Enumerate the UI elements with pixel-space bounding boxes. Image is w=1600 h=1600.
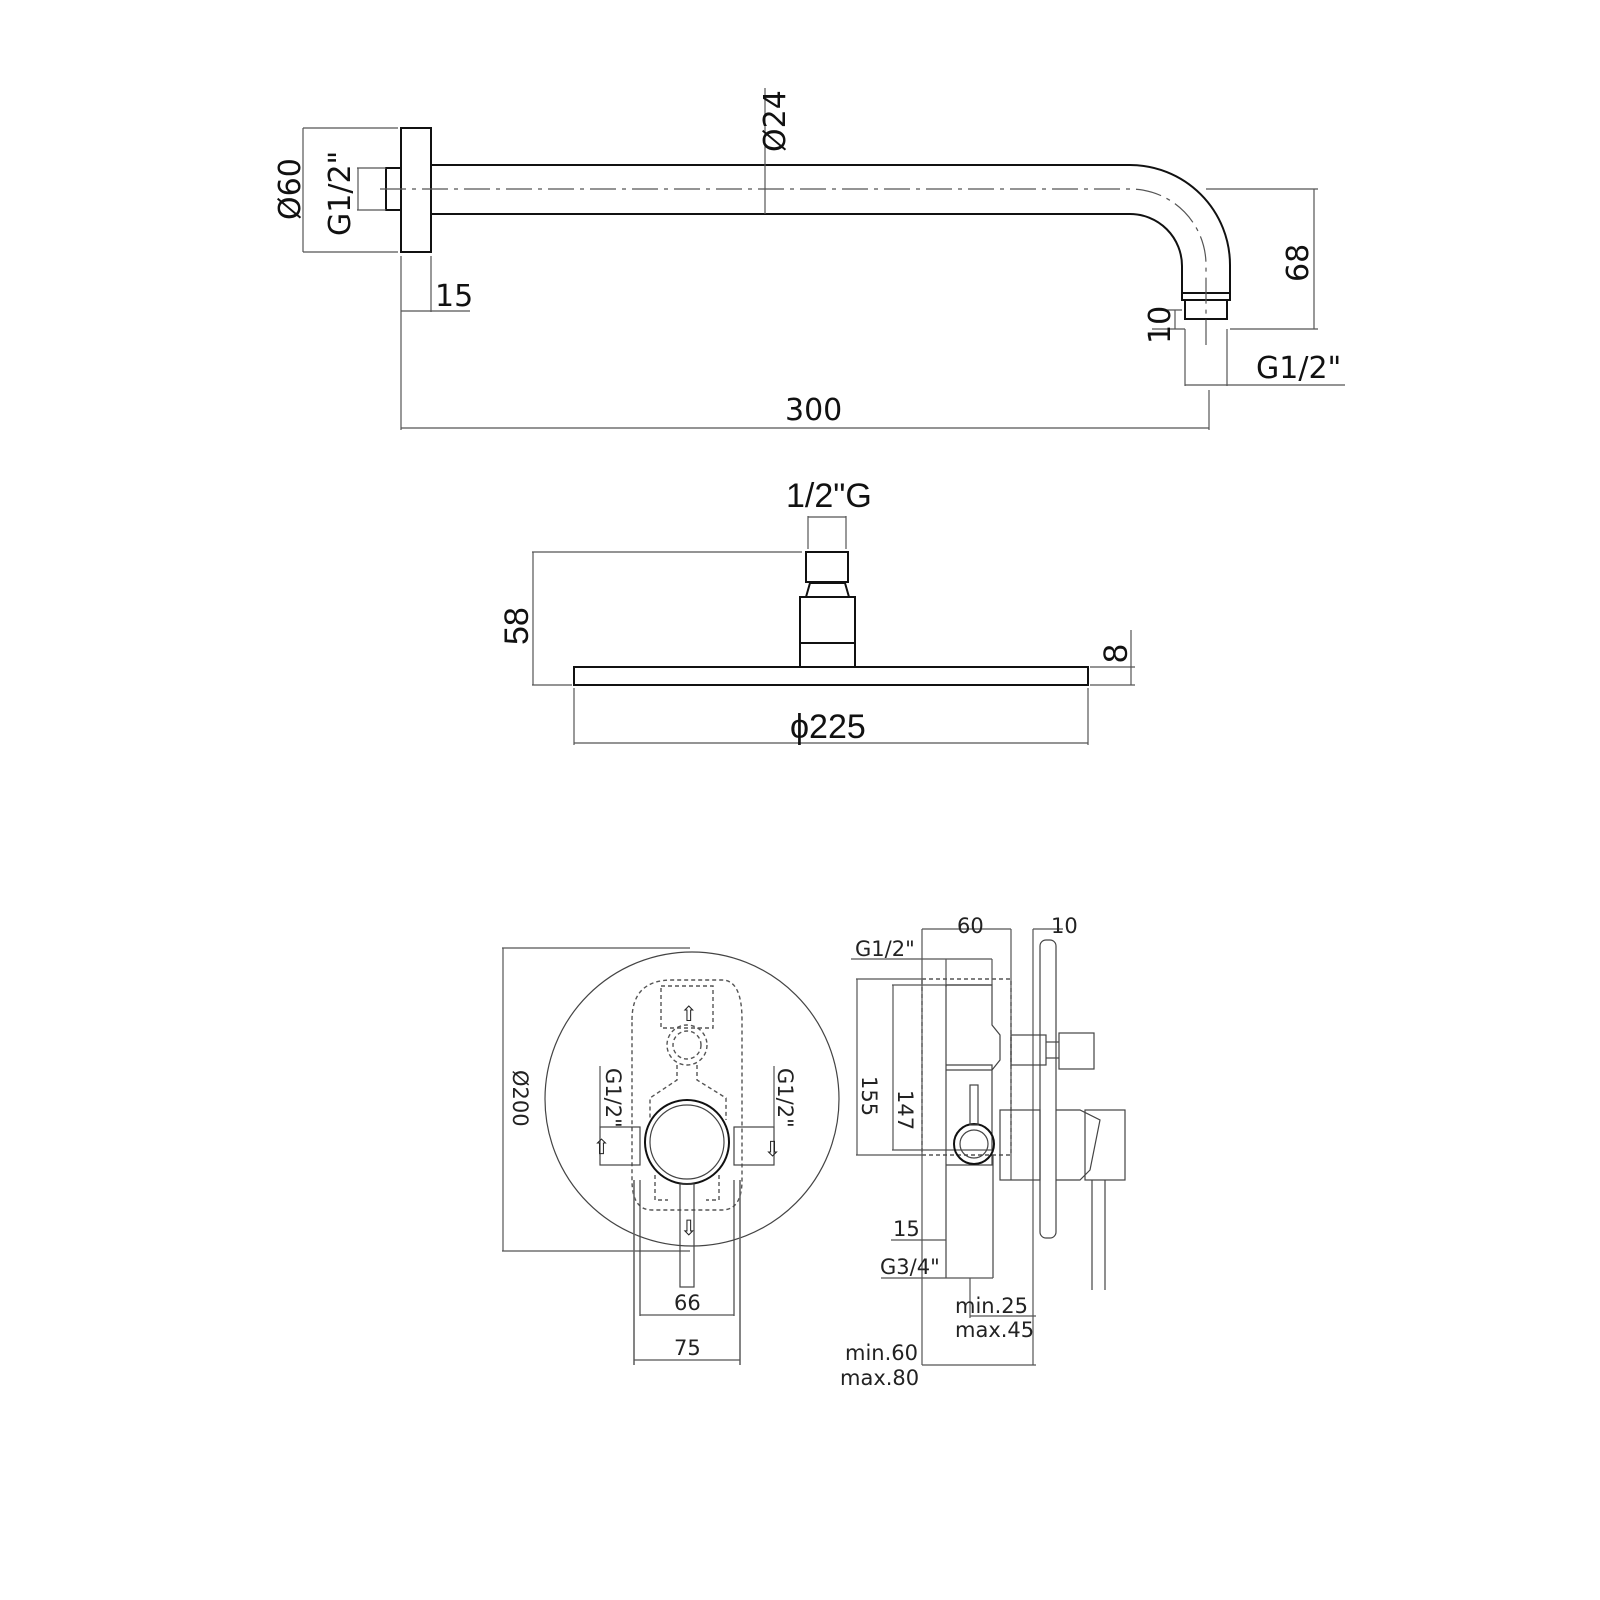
- install-depth-max-label: max.80: [840, 1366, 919, 1390]
- cartridge-side-circle: [953, 1123, 995, 1165]
- connection-thread-label: 1/2"G: [786, 477, 872, 515]
- shower-head-drawing: 1/2"G 58 8 ϕ225: [498, 477, 1135, 746]
- right-port-thread-label: G1/2": [773, 1068, 797, 1128]
- left-port-thread-label: G1/2": [601, 1068, 625, 1128]
- wall-plate: [1039, 939, 1057, 1239]
- install-depth-min-label: min.60: [845, 1341, 918, 1365]
- inner-width-label: 66: [674, 1291, 701, 1315]
- arrow-down-icon: ⇩: [680, 1216, 698, 1240]
- shower-arm-drawing: Ø60 G1/2" Ø24 15 300 68 10 G1/2": [273, 88, 1345, 430]
- wall-depth-max-label: max.45: [955, 1318, 1034, 1342]
- mixer-front-drawing: ⇧ ⇨ ⇨ ⇩ Ø200 G1/2" G1/2" 66 75: [502, 947, 840, 1365]
- arrow-right-inlet-icon: ⇨: [761, 1140, 785, 1158]
- body-box: [921, 978, 1012, 1156]
- lower-body: [946, 1064, 993, 1166]
- overall-length-label: 300: [785, 393, 842, 428]
- outlet-port-top: [660, 985, 714, 1029]
- left-inlet-port: [599, 1126, 641, 1166]
- bottom-offset-label: 15: [893, 1217, 920, 1241]
- tube-diameter-label: Ø24: [758, 90, 793, 152]
- head-plate: [573, 666, 1089, 686]
- outlet-thread-label: G1/2": [1256, 351, 1341, 386]
- head-neck: [805, 582, 850, 598]
- outer-width-label: 75: [674, 1336, 701, 1360]
- flange-diameter-label: Ø60: [273, 158, 308, 220]
- arrow-up-icon: ⇧: [680, 1002, 698, 1026]
- inlet-thread-label: G1/2": [323, 151, 358, 236]
- handle-neck: [1056, 1109, 1101, 1181]
- outlet-thread-length-label: 10: [1143, 306, 1178, 344]
- diverter-knob: [1058, 1032, 1095, 1070]
- right-inlet-port: [733, 1126, 775, 1166]
- upper-body: [946, 984, 1001, 1071]
- wall-flange: [400, 127, 432, 253]
- body-height-label: 155: [857, 1076, 881, 1116]
- head-height-label: 58: [498, 607, 536, 645]
- flange-depth-label: 15: [435, 279, 473, 314]
- drop-height-label: 68: [1281, 244, 1316, 282]
- head-connector: [805, 551, 849, 583]
- body-depth-label: 60: [957, 914, 984, 938]
- plate-thickness-label: 8: [1097, 644, 1135, 663]
- valve-body-outline: [631, 979, 743, 1211]
- arm-tube-bottom: [431, 213, 1183, 293]
- mixer-lever: [679, 1183, 695, 1288]
- plate-thickness-side-label: 10: [1051, 914, 1078, 938]
- cover-plate: [544, 951, 840, 1247]
- head-diameter-label: ϕ225: [790, 708, 866, 746]
- handle-body: [1084, 1109, 1126, 1181]
- plate-diameter-label: Ø200: [508, 1070, 532, 1127]
- inner-height-label: 147: [893, 1090, 917, 1130]
- arrow-left-inlet-icon: ⇨: [589, 1137, 613, 1155]
- cartridge-circle: [644, 1099, 730, 1185]
- wall-depth-min-label: min.25: [955, 1294, 1028, 1318]
- arm-tube-top: [431, 164, 1231, 293]
- top-thread-label: G1/2": [855, 937, 915, 961]
- mixer-side-drawing: 60 10 G1/2" 155 147 15 G3/4" min.25 max.…: [840, 914, 1126, 1390]
- diverter-port: [666, 1024, 708, 1066]
- bottom-thread-label: G3/4": [880, 1255, 940, 1279]
- head-body: [799, 596, 856, 668]
